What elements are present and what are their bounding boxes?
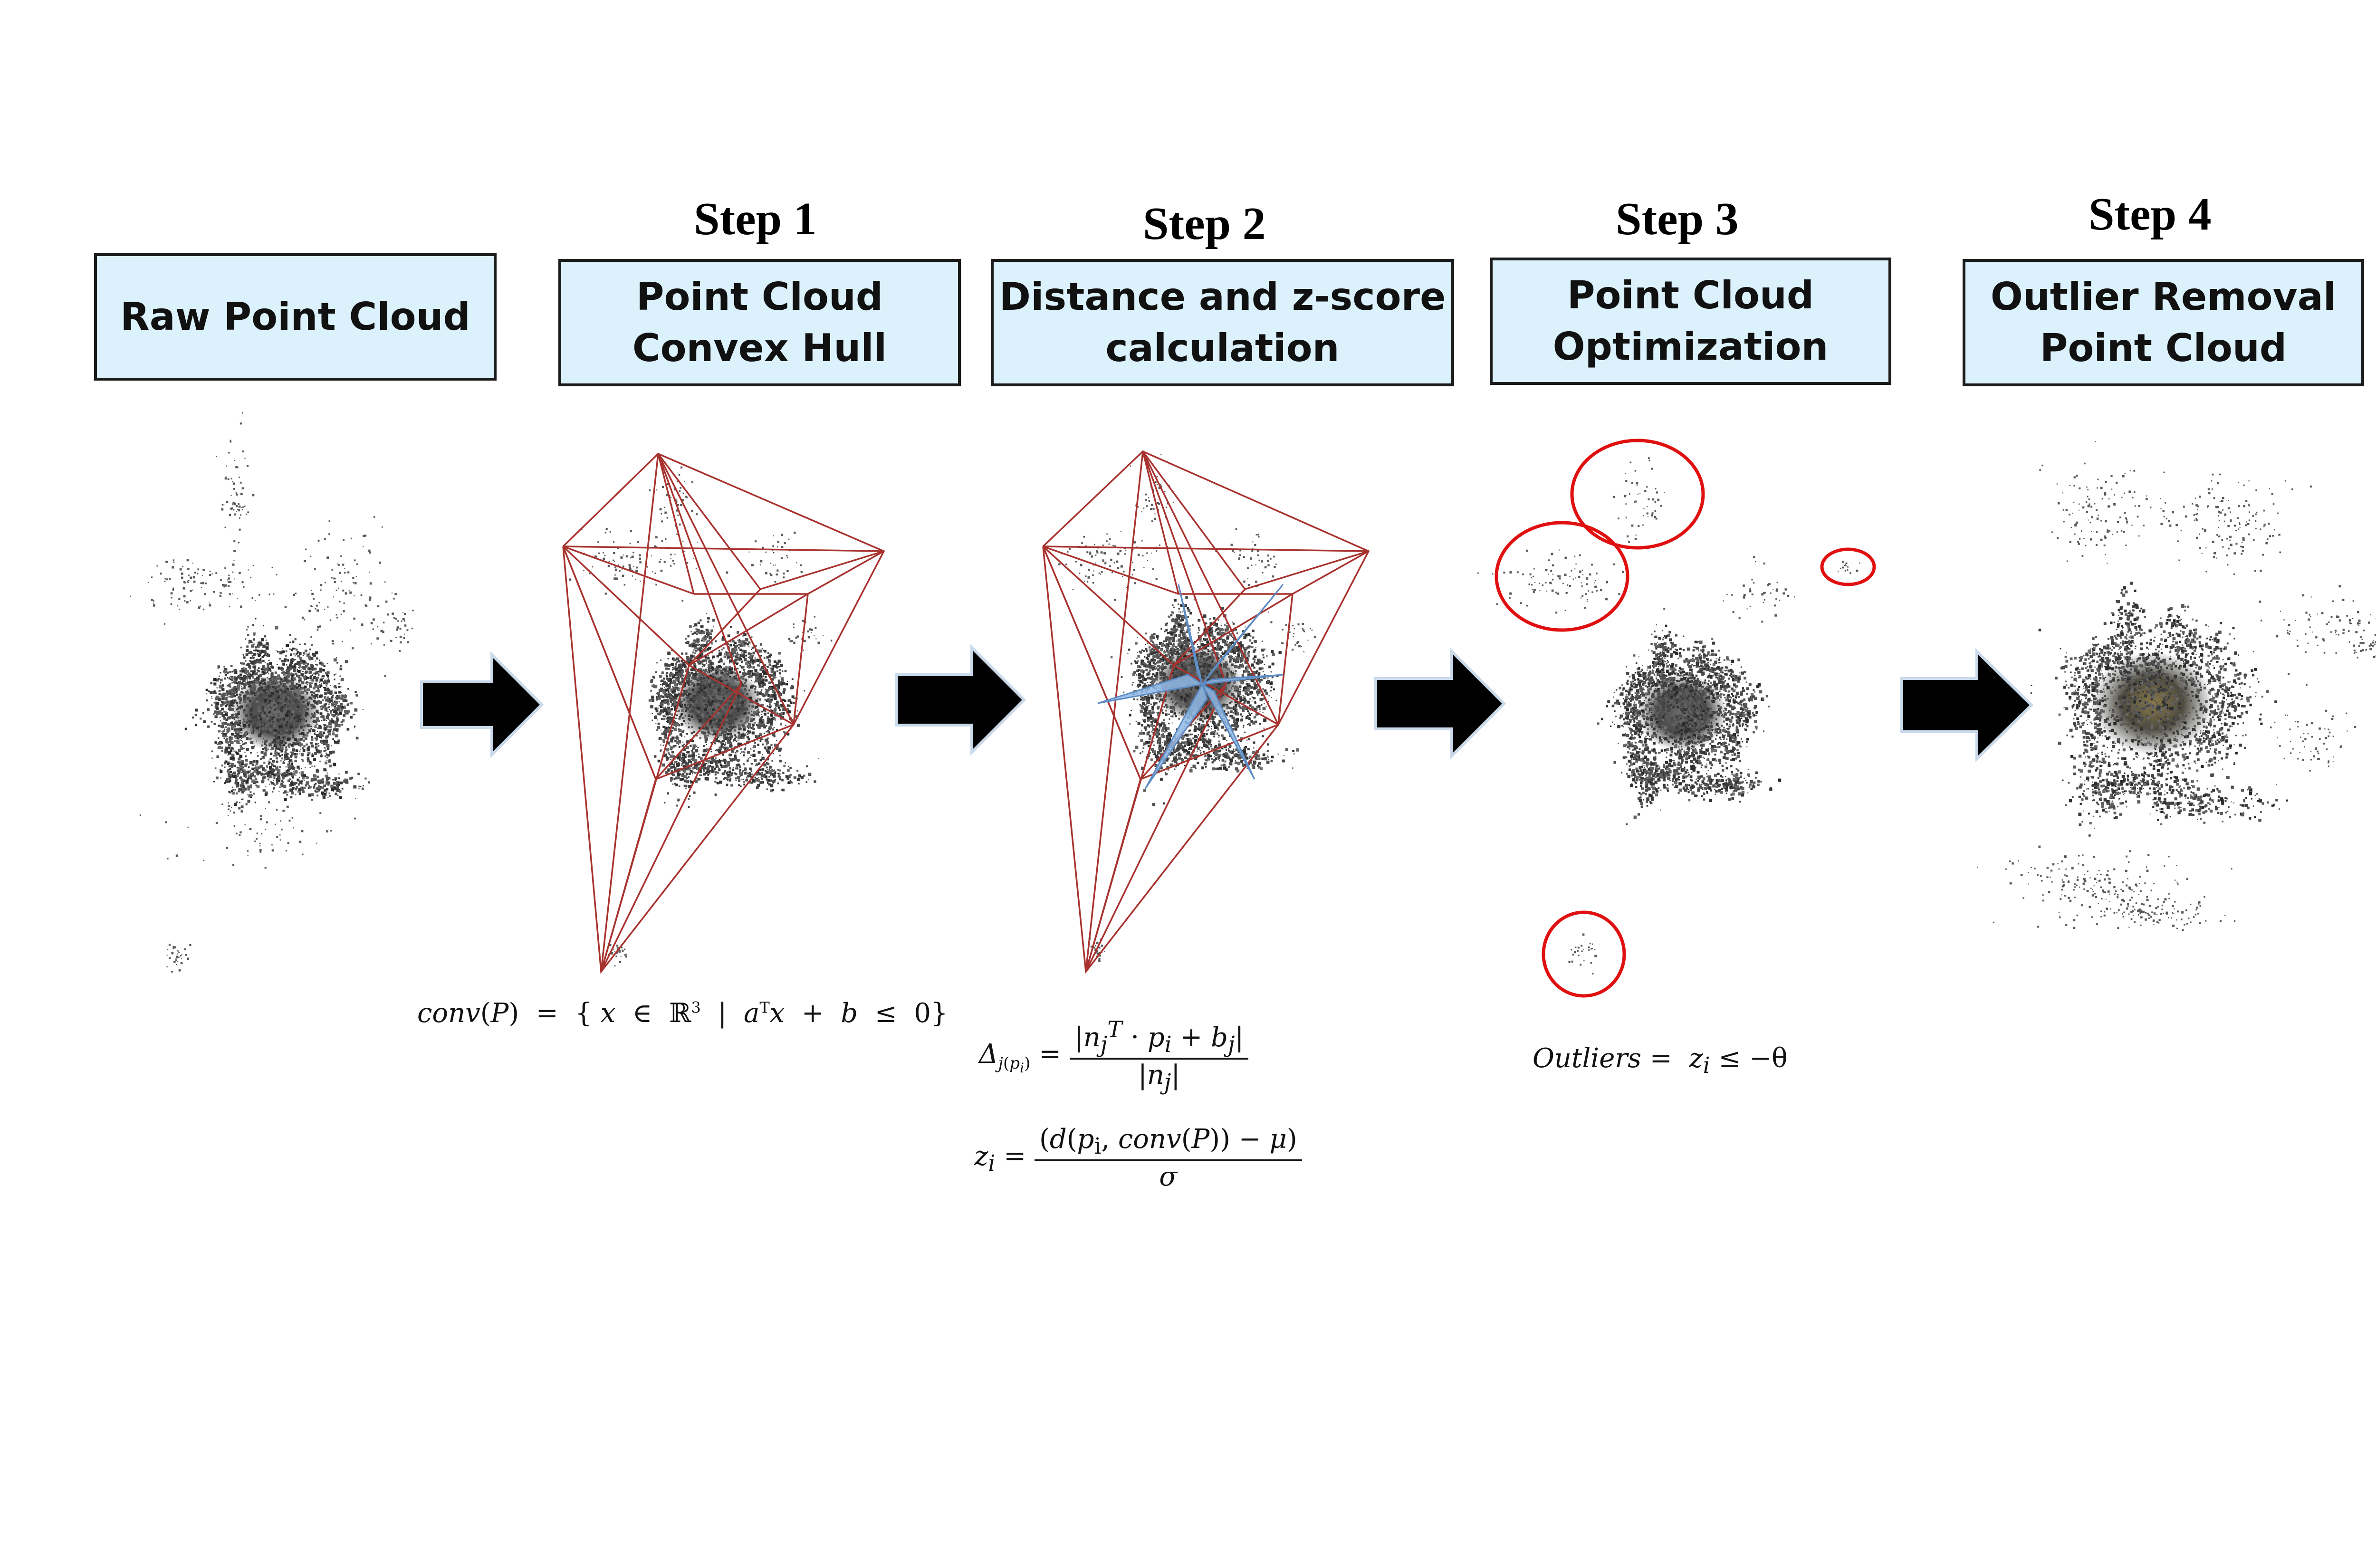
convex-hull-formula: conv(P) = { x ∈ ℝ3 | aTx + b ≤ 0} [417, 998, 948, 1029]
box-line: Optimization [1552, 325, 1829, 369]
step-2-title: Step 2 [1143, 198, 1266, 249]
box-line: Raw Point Cloud [120, 295, 470, 339]
outlier-circle-top [1570, 439, 1705, 550]
optimization-box: Point Cloud Optimization [1490, 258, 1891, 385]
optimized-point-cloud-image [1477, 457, 1860, 975]
convex-hull-wireframe-step2 [1042, 450, 1370, 974]
box-line: calculation [1105, 326, 1340, 370]
convex-hull-wireframe [562, 452, 885, 974]
distance-fraction: |njT · pi + bj| |nj| [1069, 1017, 1249, 1095]
box-line: Point Cloud [636, 275, 883, 319]
arrow-4-icon [1900, 648, 2034, 763]
outliers-formula: Outliers = zi ≤ −θ [1533, 1043, 1788, 1079]
step-4-title: Step 4 [2089, 189, 2212, 240]
convex-hull-box: Point Cloud Convex Hull [558, 259, 961, 386]
distance-point-cloud-image [1058, 454, 1316, 962]
outlier-circle-small [1820, 547, 1876, 586]
outlier-circle-bottom [1542, 910, 1626, 998]
step-1-title: Step 1 [694, 193, 817, 245]
raw-point-cloud-image [130, 412, 414, 973]
hull-point-cloud-image [569, 466, 833, 967]
distance-zscore-box: Distance and z-score calculation [991, 259, 1454, 386]
zscore-fraction: (d(pi, conv(P)) − μ) σ [1034, 1124, 1302, 1192]
box-line: Outlier Removal [1990, 275, 2337, 319]
final-point-cloud-image [1977, 441, 2376, 931]
zscore-formula: zi = (d(pi, conv(P)) − μ) σ [974, 1124, 1302, 1192]
box-line: Point Cloud [2040, 326, 2287, 370]
outlier-circle-left [1495, 521, 1629, 632]
box-line: Point Cloud [1567, 273, 1814, 317]
arrow-2-icon [895, 644, 1026, 756]
arrow-3-icon [1374, 648, 1506, 760]
step-3-title: Step 3 [1616, 193, 1739, 245]
arrow-1-icon [420, 651, 544, 758]
outlier-removal-box: Outlier Removal Point Cloud [1963, 259, 2364, 386]
distance-formula: Δj(pi) = |njT · pi + bj| |nj| [979, 1017, 1249, 1095]
raw-point-cloud-box: Raw Point Cloud [94, 253, 497, 381]
box-line: Convex Hull [632, 326, 887, 370]
distance-star-highlight [1097, 584, 1284, 789]
outlier-circles [1495, 439, 1876, 998]
box-line: Distance and z-score [999, 275, 1446, 319]
